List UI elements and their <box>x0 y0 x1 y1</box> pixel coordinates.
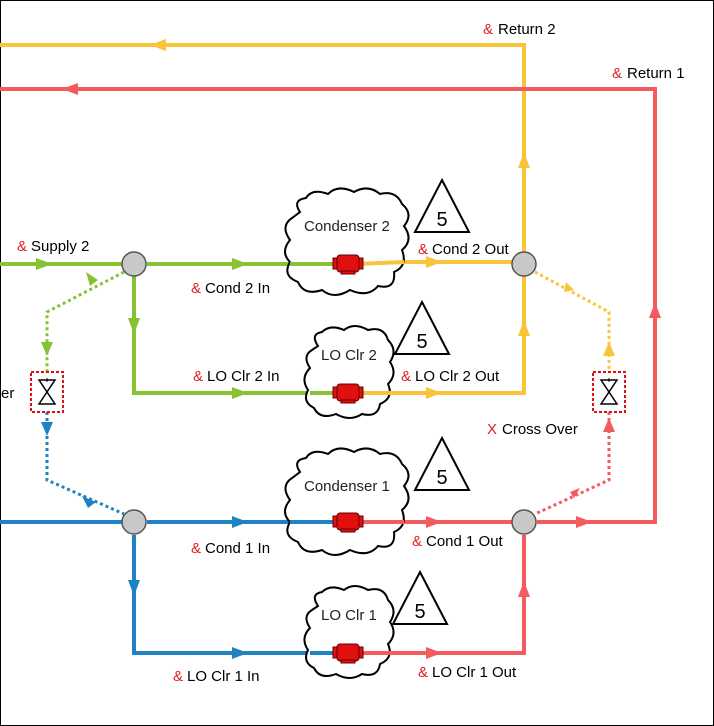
svg-text:&: & <box>612 65 622 82</box>
marker-triangle-cond1: 5 <box>413 435 471 491</box>
svg-text:&: & <box>483 21 493 38</box>
loclr2-label: LO Clr 2 <box>321 347 377 364</box>
svg-text:&: & <box>418 664 428 681</box>
svg-text:&: & <box>412 533 422 550</box>
condenser1-cloud[interactable] <box>284 447 410 556</box>
svg-text:5: 5 <box>416 331 427 353</box>
pump-icon[interactable] <box>332 512 364 533</box>
label-loclr1-out[interactable]: & LO Clr 1 Out <box>418 664 517 681</box>
label-loclr1-in[interactable]: & LO Clr 1 In <box>173 668 260 685</box>
svg-text:&: & <box>173 668 183 685</box>
marker-triangle-loclr1: 5 <box>391 569 449 625</box>
svg-text:LO Clr 2 In: LO Clr 2 In <box>207 368 280 385</box>
label-loclr2-in[interactable]: & LO Clr 2 In <box>193 368 280 385</box>
svg-text:Cross Over: Cross Over <box>502 421 578 438</box>
marker-triangle-cond2: 5 <box>413 177 471 233</box>
loclr2-cloud[interactable] <box>303 325 395 419</box>
svg-text:&: & <box>401 368 411 385</box>
label-loclr2-out[interactable]: & LO Clr 2 Out <box>401 368 500 385</box>
svg-text:LO Clr 1 Out: LO Clr 1 Out <box>432 664 517 681</box>
svg-text:5: 5 <box>414 601 425 623</box>
svg-text:LO Clr 1 In: LO Clr 1 In <box>187 668 260 685</box>
loclr1-label: LO Clr 1 <box>321 607 377 624</box>
condenser2-label: Condenser 2 <box>304 218 390 235</box>
label-supply2[interactable]: & Supply 2 <box>17 238 89 255</box>
supply1-line <box>0 520 332 655</box>
crossover-valve-left[interactable] <box>30 371 64 413</box>
flow-arrows <box>36 39 661 659</box>
label-cross-over-left[interactable]: er <box>1 385 14 402</box>
condenser1-label: Condenser 1 <box>304 478 390 495</box>
marker-triangle-loclr2: 5 <box>393 299 451 355</box>
label-return2[interactable]: & Return 2 <box>483 21 556 38</box>
junction-node[interactable] <box>121 251 537 535</box>
svg-text:&: & <box>191 540 201 557</box>
label-cross-over[interactable]: X Cross Over <box>487 421 578 438</box>
svg-text:Cond 2 Out: Cond 2 Out <box>432 241 510 258</box>
svg-text:5: 5 <box>436 209 447 231</box>
label-cond2-in[interactable]: & Cond 2 In <box>191 280 270 297</box>
svg-text:Supply 2: Supply 2 <box>31 238 89 255</box>
svg-text:5: 5 <box>436 467 447 489</box>
svg-text:Cond 1 Out: Cond 1 Out <box>426 533 504 550</box>
crossover-valve-right[interactable] <box>592 371 626 413</box>
label-cond1-in[interactable]: & Cond 1 In <box>191 540 270 557</box>
condenser2-cloud[interactable] <box>284 187 410 296</box>
pump-icon[interactable] <box>332 383 364 404</box>
pump-icon[interactable] <box>332 643 364 664</box>
svg-text:Cond 1 In: Cond 1 In <box>205 540 270 557</box>
svg-text:Cond 2 In: Cond 2 In <box>205 280 270 297</box>
loclr1-cloud[interactable] <box>303 585 395 679</box>
label-cond1-out[interactable]: & Cond 1 Out <box>412 533 504 550</box>
label-cond2-out[interactable]: & Cond 2 Out <box>418 241 510 258</box>
svg-text:&: & <box>17 238 27 255</box>
svg-text:&: & <box>191 280 201 297</box>
svg-text:Return 2: Return 2 <box>498 21 556 38</box>
svg-text:&: & <box>418 241 428 258</box>
svg-text:X: X <box>487 421 497 438</box>
svg-text:LO Clr 2 Out: LO Clr 2 Out <box>415 368 500 385</box>
pump-icon[interactable] <box>332 254 364 275</box>
label-return1[interactable]: & Return 1 <box>612 65 685 82</box>
svg-text:Return 1: Return 1 <box>627 65 685 82</box>
svg-text:&: & <box>193 368 203 385</box>
